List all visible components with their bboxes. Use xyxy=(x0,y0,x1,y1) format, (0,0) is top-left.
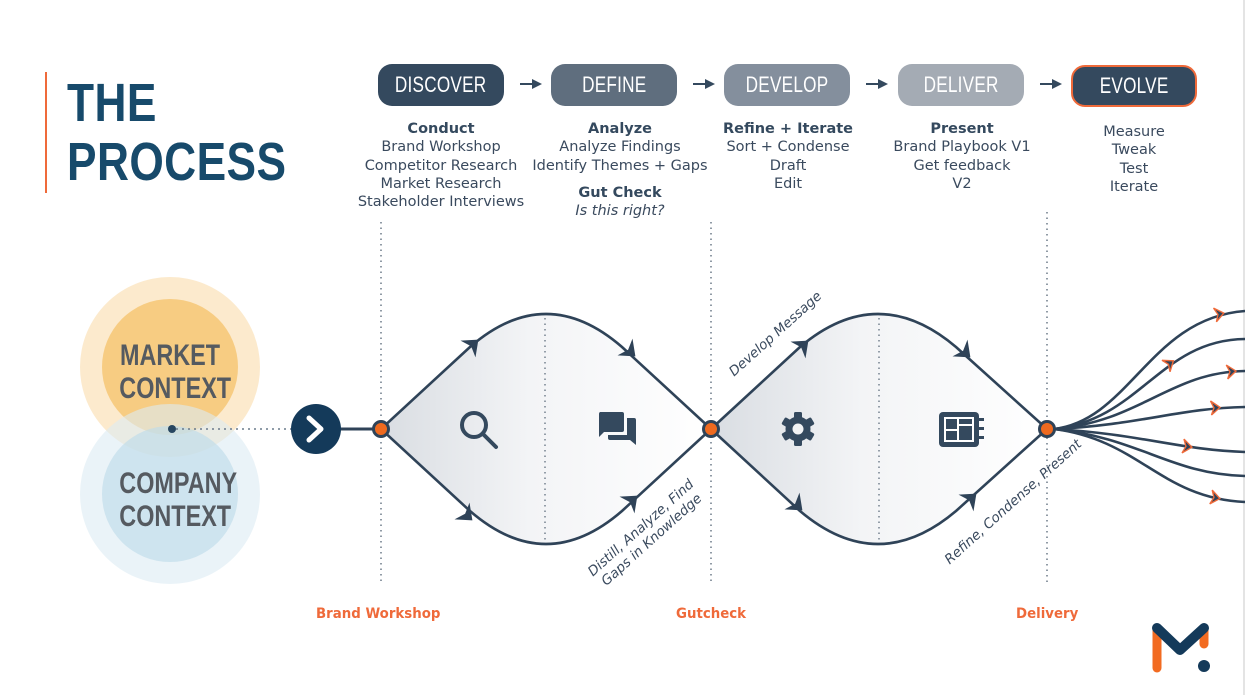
fanout-line xyxy=(1053,369,1245,431)
title-line-2: PROCESS xyxy=(67,132,287,192)
stage-item: Sort + Condense xyxy=(726,139,850,156)
flow-chevron-icon xyxy=(958,493,977,512)
lens-1-top-path xyxy=(380,312,712,430)
fanout-chevron-icon xyxy=(1209,400,1222,416)
flow-chevron-icon xyxy=(619,495,638,514)
fanout-line xyxy=(1053,427,1245,478)
flow-chevron-icon xyxy=(784,492,803,511)
step-arrow-icon xyxy=(1040,79,1062,89)
flow-chevron-icon xyxy=(790,340,809,359)
stage-pill-develop: DEVELOP xyxy=(724,64,850,106)
step-arrow-icon xyxy=(866,79,888,89)
stage-heading: Present xyxy=(930,121,994,137)
stage-text-discover: Conduct Brand Workshop Competitor Resear… xyxy=(346,120,536,211)
title-line-1: THE xyxy=(67,73,157,133)
flow-chevron-icon xyxy=(454,502,473,521)
fanout-chevron-icon xyxy=(1209,489,1221,505)
company-context-line-2: CONTEXT xyxy=(119,500,232,533)
lens-1-bottom-path xyxy=(380,428,712,546)
milestone-delivery: Delivery xyxy=(1016,606,1079,622)
stage-pill-label: EVOLVE xyxy=(1099,73,1169,98)
node-brand-workshop xyxy=(372,420,390,438)
stage-item: Identify Themes + Gaps xyxy=(532,157,708,174)
stage-text-develop: Refine + Iterate Sort + Condense Draft E… xyxy=(693,120,883,193)
stage-pill-define: DEFINE xyxy=(551,64,677,106)
fanout-chevron-icon xyxy=(1181,438,1194,454)
stage-item: Measure xyxy=(1103,124,1165,140)
stage-item: Analyze Findings xyxy=(559,139,681,156)
stage-pill-label: DISCOVER xyxy=(395,72,487,97)
stage-item: Get feedback xyxy=(913,157,1011,174)
stage-text-deliver: Present Brand Playbook V1 Get feedback V… xyxy=(867,120,1057,193)
fanout-chevron-icon xyxy=(1225,364,1238,380)
stage-sub-heading: Gut Check xyxy=(578,184,662,201)
search-icon xyxy=(460,411,498,449)
m-logo-icon xyxy=(1152,623,1210,673)
lens-2-bottom-path xyxy=(710,428,1048,546)
stage-item: Iterate xyxy=(1109,178,1159,195)
flow-chevron-icon xyxy=(617,338,636,357)
stage-pill-deliver: DELIVER xyxy=(898,64,1024,106)
fanout-chevron-icon xyxy=(1161,359,1175,372)
fanout-line xyxy=(1053,405,1245,431)
gear-icon xyxy=(781,412,815,446)
flow-chevron-icon xyxy=(460,339,479,358)
node-gutcheck xyxy=(702,420,720,438)
frame-edge xyxy=(1243,0,1245,695)
lens-2-top-path xyxy=(710,312,1048,430)
milestone-brand-workshop: Brand Workshop xyxy=(316,606,441,622)
company-context-line-1: COMPANY xyxy=(119,467,238,500)
flow-chevron-icon xyxy=(952,339,971,358)
stage-item: Competitor Research xyxy=(364,157,518,174)
lens-discover-define xyxy=(381,314,711,544)
market-context-line-1: MARKET xyxy=(119,339,221,372)
context-dot xyxy=(168,425,176,433)
stage-item: Edit xyxy=(773,175,803,192)
stage-pill-label: DELIVER xyxy=(923,72,999,97)
stage-pill-label: DEVELOP xyxy=(745,72,829,97)
company-context-label: COMPANY CONTEXT xyxy=(119,467,238,533)
milestone-gutcheck: Gutcheck xyxy=(676,606,747,622)
guide-lines xyxy=(380,212,1048,585)
stage-item: Draft xyxy=(769,157,807,174)
stage-item: Tweak xyxy=(1111,142,1157,159)
stage-sub-italic: Is this right? xyxy=(575,203,665,220)
stage-item: Stakeholder Interviews xyxy=(357,194,525,211)
stage-pill-discover: DISCOVER xyxy=(378,64,504,106)
stage-heading: Conduct xyxy=(407,121,475,137)
fanout-line xyxy=(1053,309,1245,431)
market-context-label: MARKET CONTEXT xyxy=(119,339,232,405)
stage-text-define: Analyze Analyze Findings Identify Themes… xyxy=(525,120,715,220)
playbook-icon xyxy=(939,412,984,447)
stage-text-evolve: Measure Tweak Test Iterate xyxy=(1039,123,1229,196)
step-arrow-icon xyxy=(520,79,542,89)
fanout-chevron-icon xyxy=(1212,307,1225,323)
stage-item: V2 xyxy=(952,175,972,192)
start-chevron-icon xyxy=(291,404,341,454)
company-context-circle xyxy=(80,404,260,584)
fanout-line xyxy=(1053,427,1245,454)
stage-pill-evolve: EVOLVE xyxy=(1071,65,1197,107)
stage-pill-label: DEFINE xyxy=(581,72,647,97)
page-title: THE PROCESS xyxy=(67,74,286,192)
stage-item: Test xyxy=(1119,160,1149,177)
title-accent-bar xyxy=(45,72,47,193)
stage-item: Brand Workshop xyxy=(381,139,501,156)
node-delivery xyxy=(1038,420,1056,438)
stage-heading: Refine + Iterate xyxy=(722,121,853,137)
stage-heading: Analyze xyxy=(587,121,653,137)
market-context-circle xyxy=(80,277,260,457)
stage-item: Market Research xyxy=(380,175,502,192)
stage-item: Brand Playbook V1 xyxy=(893,139,1031,156)
step-arrow-icon xyxy=(693,79,715,89)
market-context-line-2: CONTEXT xyxy=(119,372,232,405)
fanout-line xyxy=(1053,337,1245,431)
chat-bubbles-icon xyxy=(598,412,636,445)
